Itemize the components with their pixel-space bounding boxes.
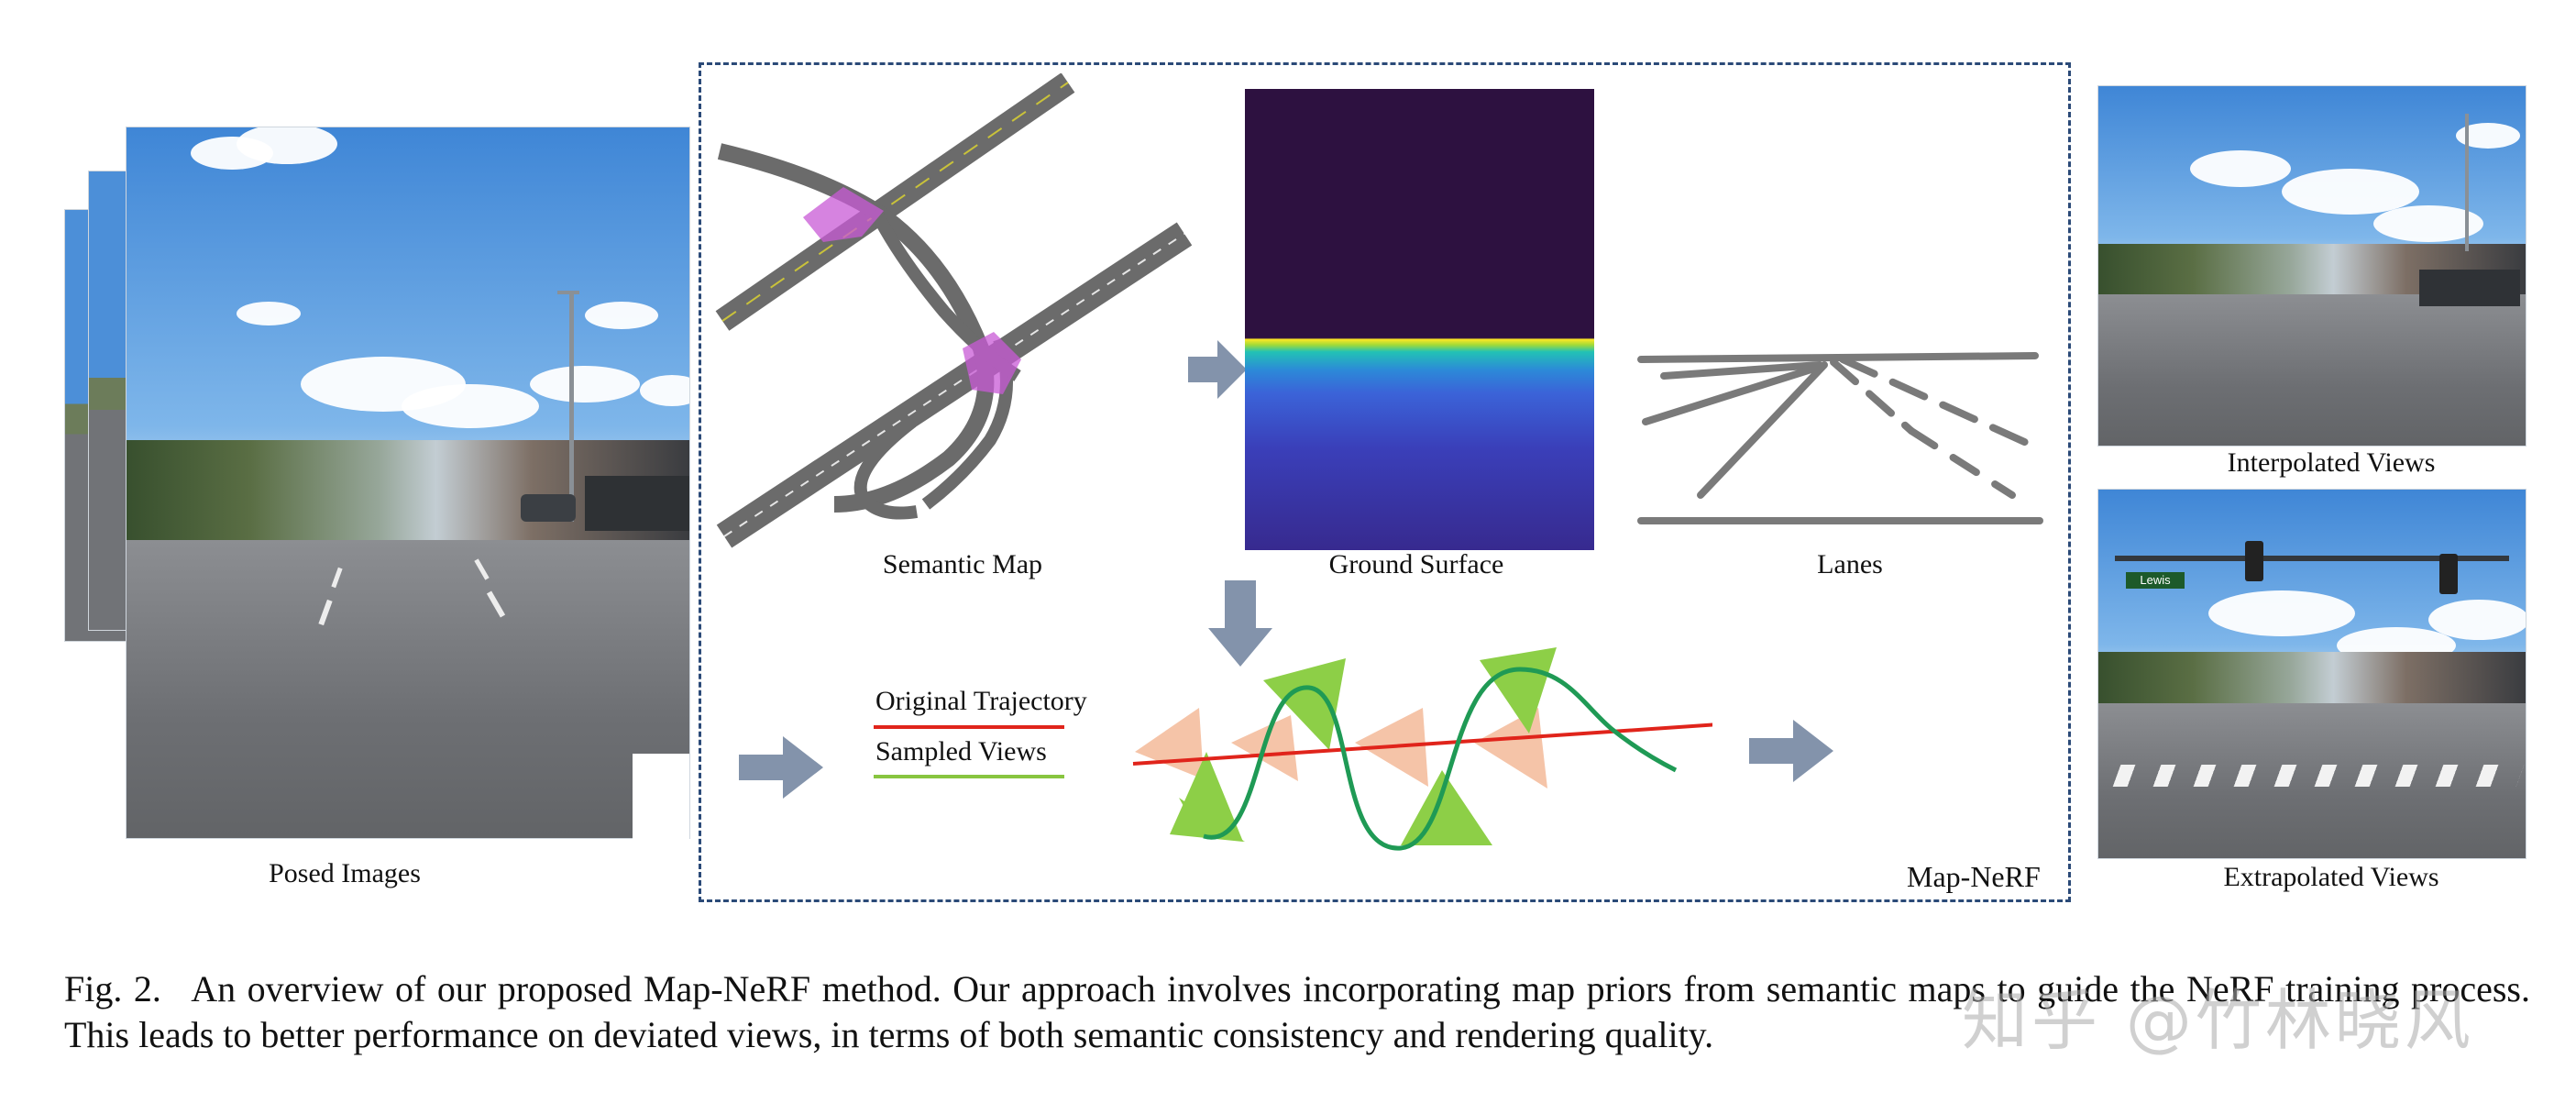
- semantic-map: [715, 73, 1192, 548]
- lanes-label: Lanes: [1817, 549, 1883, 579]
- map-nerf-frame: [699, 62, 2071, 902]
- interpolated-view-image: [2097, 85, 2526, 447]
- figure-caption-number: Fig. 2.: [64, 968, 161, 1009]
- map-nerf-label: Map-NeRF: [1907, 860, 2041, 893]
- ground-surface-label: Ground Surface: [1328, 549, 1504, 579]
- arrow-right-3: [1749, 720, 1833, 782]
- extrapolated-view-image: Lewis: [2097, 489, 2526, 859]
- posed-images-label: Posed Images: [269, 858, 421, 888]
- lanes-sketch: [1637, 352, 2043, 524]
- street-sign: Lewis: [2126, 572, 2185, 589]
- figure-caption-text: An overview of our proposed Map-NeRF met…: [64, 968, 2531, 1055]
- arrow-right-1: [1188, 340, 1247, 399]
- trajectory-illustration: [1132, 647, 1712, 851]
- ground-surface-image: [1245, 89, 1594, 550]
- extrapolated-views-label: Extrapolated Views: [2223, 862, 2439, 892]
- legend-original-trajectory: Original Trajectory: [875, 686, 1087, 716]
- arrow-down: [1208, 580, 1272, 667]
- legend-red-line: [874, 725, 1064, 729]
- semantic-map-label: Semantic Map: [882, 549, 1043, 579]
- figure-caption: Fig. 2. An overview of our proposed Map-…: [64, 966, 2530, 1058]
- legend-sampled-views: Sampled Views: [875, 736, 1047, 767]
- arrow-right-2: [739, 736, 823, 799]
- watermark: 知乎 @竹林晓风: [1962, 982, 2474, 1059]
- legend-green-line: [874, 775, 1064, 778]
- interpolated-views-label: Interpolated Views: [2227, 447, 2436, 478]
- posed-image-front: [126, 127, 690, 839]
